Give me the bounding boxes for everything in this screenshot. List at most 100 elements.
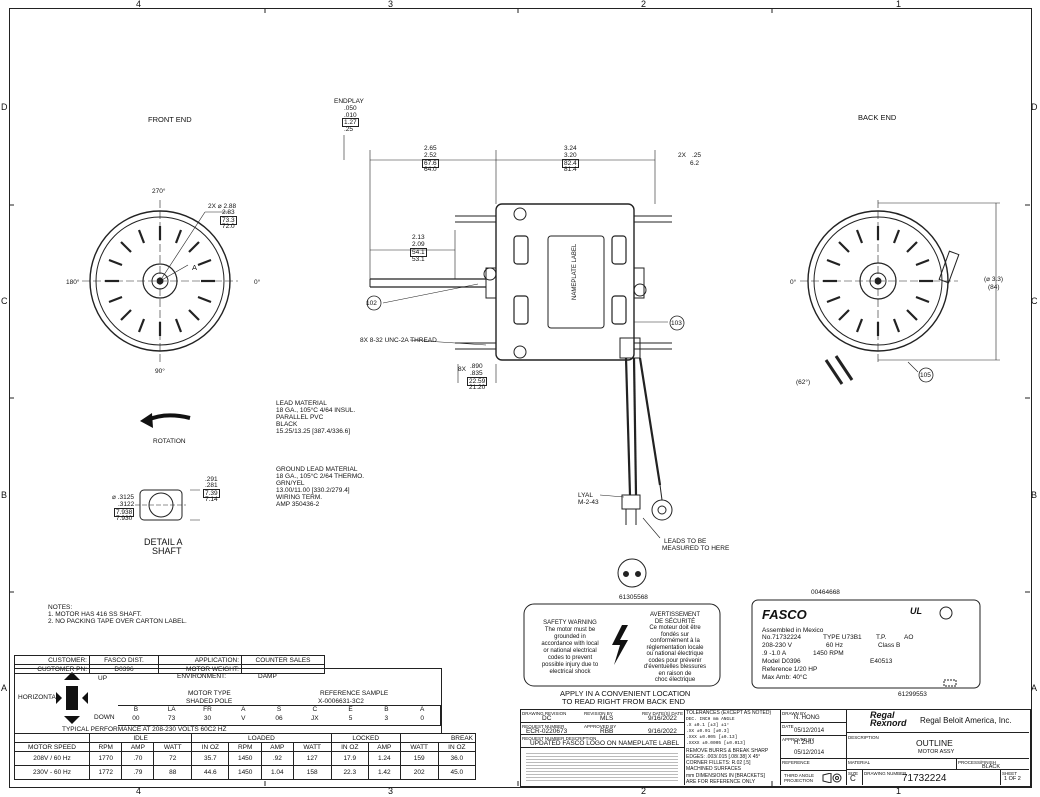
reference-sample-label: REFERENCE SAMPLE [320, 690, 389, 697]
len2-b: 3.20 [564, 152, 577, 159]
nameplate-frame [751, 599, 981, 689]
safety-line: réglementation locale [646, 644, 704, 651]
group-break: BREAK [399, 733, 477, 743]
col-header: MOTOR SPEED [14, 742, 90, 752]
safety-warning-fr: AVERTISSEMENT DE SÉCURITÉ Ce moteur doit… [634, 612, 716, 684]
table-cell: 127 [292, 751, 332, 766]
group-loaded: LOADED [191, 733, 332, 743]
tol-line: .X ±0.1 [±3] ±1° [686, 723, 730, 728]
np-tp: T.P. [876, 634, 887, 641]
dia-c: 73.3 [220, 216, 237, 225]
col-header: IN OZ [191, 742, 230, 752]
safety-line: d'éventuelles blessures [643, 664, 707, 670]
tb-value: MLS [600, 715, 614, 722]
section-a-label: A [192, 263, 198, 272]
angle-270: 270° [152, 188, 166, 195]
np-line: Assembled in Mexico [762, 627, 824, 634]
note-1: 1. MOTOR HAS 416 SS SHAFT. [48, 611, 142, 618]
table-cell: 208V / 60 Hz [14, 751, 90, 766]
safety-line: or national electrical [543, 648, 597, 654]
table-cell: 1.24 [367, 751, 401, 766]
back-dia-b: (84) [988, 284, 1000, 291]
col-header: WATT [399, 742, 439, 752]
table-cell: 35.7 [191, 751, 230, 766]
tb-label: APPROVED BY [584, 724, 617, 729]
safety-line: possible injury due to [541, 662, 599, 668]
table-cell: 1.04 [260, 765, 294, 780]
ul-mark-icon: UL [910, 606, 922, 616]
endplay-v1: .050 [344, 105, 357, 112]
environment-label: ENVIRONMENT: [177, 673, 227, 680]
zone-bottom-2: 2 [641, 786, 647, 796]
tb-value: DC [542, 715, 552, 722]
table-cell: 88 [153, 765, 193, 780]
tb-note: EDGES: .003/.015 [.08/.38] X 45° [686, 754, 761, 760]
col-header: AMP [367, 742, 401, 752]
cell-application: COUNTER SALES [241, 655, 325, 665]
len4-a: 2.13 [412, 234, 425, 241]
reference-sample-value: X-0006631-3C2 [318, 698, 364, 705]
shaft-dim-4: 7.14 [205, 496, 218, 503]
col-header: AMP [260, 742, 294, 752]
table-cell: 1770 [88, 751, 123, 766]
tb-note: REMOVE BURRS & BREAK SHARP [686, 748, 769, 754]
table-cell: 44.6 [191, 765, 230, 780]
tb-label: MATERIAL [848, 760, 871, 765]
tb-label: DRAWN BY [782, 711, 807, 716]
safety-line: ou national électrique [646, 651, 704, 657]
code-col: B [133, 706, 139, 713]
mounting-orientation-icon [56, 672, 88, 724]
tol-line: .XXXX ±0.0005 [±0.013] [686, 741, 746, 746]
safety-line: codes pour prévenir [648, 657, 702, 664]
company-area: Regal Rexnord Regal Beloit America, Inc.… [846, 709, 1029, 785]
table-cell: .79 [121, 765, 155, 780]
shaft-detail [135, 489, 200, 521]
code-col: LA [167, 706, 176, 713]
zone-right-D: D [1031, 102, 1038, 112]
stud-1: 8X [458, 366, 466, 373]
stud-2: .890 [470, 363, 483, 370]
legal-fine-print [526, 751, 678, 781]
group-locked: LOCKED [330, 733, 401, 743]
table-cell: .92 [260, 751, 294, 766]
balloon-102: 102 [366, 300, 377, 307]
tb-value: RBB [600, 728, 614, 735]
tb-label: SIZE [848, 771, 859, 776]
np-line: 1450 RPM [813, 650, 844, 657]
drawing-subdescription: MOTOR ASSY [918, 749, 955, 755]
zone-top-4: 4 [136, 0, 142, 9]
nameplate-label-text: NAMEPLATE LABEL [572, 243, 578, 300]
len1-a: 2.65 [424, 145, 437, 152]
tb-label: REVISION BY [584, 711, 613, 716]
col-header: RPM [228, 742, 262, 752]
zone-left-D: D [1, 102, 8, 112]
tb-label: DRAWING NUMBER [864, 771, 907, 776]
zone-right-C: C [1031, 296, 1038, 306]
safety-line: grounded in [554, 634, 586, 640]
drawing-number: 71732224 [902, 773, 947, 784]
tb-projection: THIRD ANGLE PROJECTION [784, 773, 815, 783]
tb-value: UPDATED FASCO LOGO ON NAMEPLATE LABEL [530, 740, 680, 747]
drawing-description: OUTLINE [916, 738, 953, 748]
note-2: 2. NO PACKING TAPE OVER CARTON LABEL. [48, 618, 187, 625]
col-header: IN OZ [437, 742, 477, 752]
angle-180: 180° [66, 279, 80, 286]
zone-left-B: B [1, 490, 8, 500]
np-line: .9 -1.0 A [762, 650, 787, 657]
len4-d: 53.1 [412, 256, 425, 263]
back-end-title: BACK END [858, 113, 897, 122]
col-header: RPM [88, 742, 123, 752]
code-col: A [419, 706, 425, 713]
safety-line: AVERTISSEMENT [649, 612, 701, 618]
safety-line: SAFETY WARNING [543, 620, 597, 626]
table-cell: 1.42 [367, 765, 401, 780]
spec-table-upper: CUSTOMER: FASCO DIST. APPLICATION: COUNT… [14, 655, 325, 674]
back-end-view [800, 200, 1000, 385]
tb-note: ARE FOR REFERENCE ONLY [686, 779, 756, 785]
shaft-title: SHAFT [152, 546, 182, 556]
lead-line: LEAD MATERIAL [276, 400, 327, 407]
safety-line: The motor must be [544, 627, 596, 633]
shaft-dim-3: 7.39 [203, 489, 220, 498]
np-line: Class B [878, 642, 901, 649]
thread-callout: 8X 8-32 UNC-2A THREAD [360, 337, 437, 344]
